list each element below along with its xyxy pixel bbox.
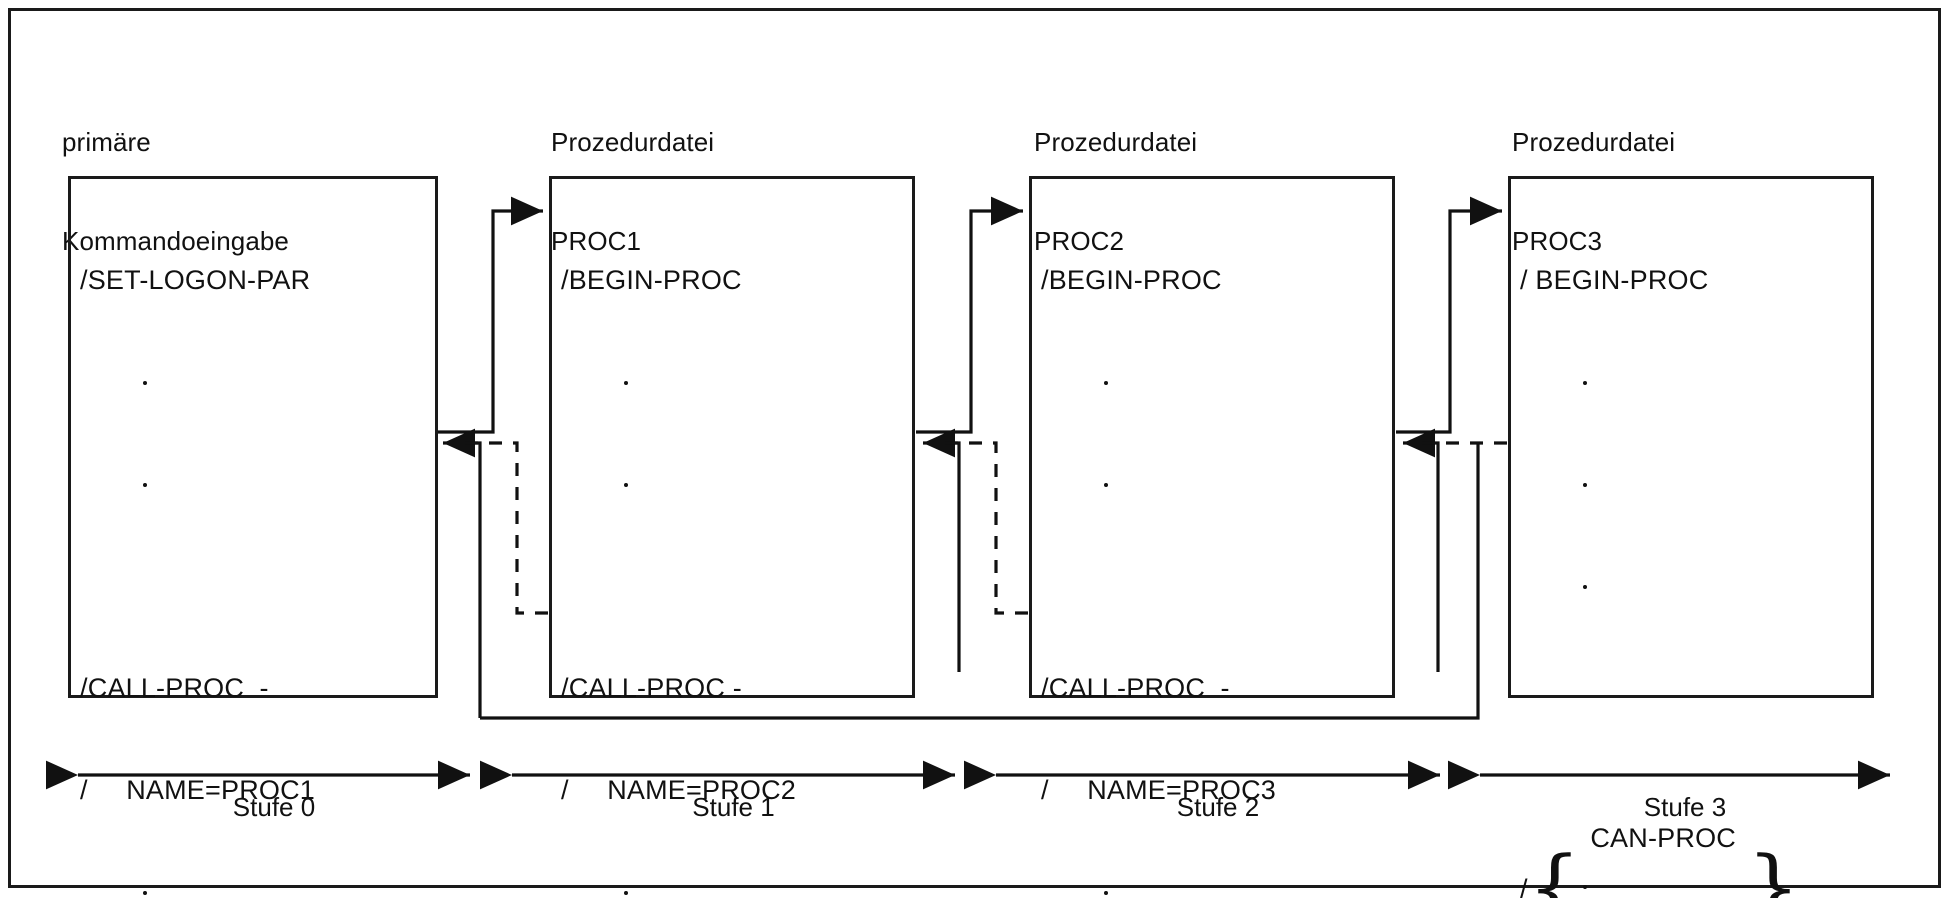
code-line-ellipsis xyxy=(561,467,796,501)
code-line: /BEGIN-PROC xyxy=(1041,265,1222,295)
code-line: /CALL-PROC - xyxy=(561,673,742,703)
code-line-ellipsis xyxy=(1520,365,1708,399)
column-title-2-line1: Prozedurdatei xyxy=(1034,127,1198,157)
code-box-primary-command-input xyxy=(68,176,438,698)
code-line: / BEGIN-PROC xyxy=(1520,265,1709,295)
column-title-1-line2: PROC1 xyxy=(551,226,642,256)
slash-prefix: / xyxy=(1520,874,1528,898)
code-line: /CALL-PROC - xyxy=(1041,673,1230,703)
code-line-ellipsis xyxy=(1041,875,1276,898)
code-line-ellipsis xyxy=(1520,467,1708,501)
column-title-0-line2: Kommandoeingabe xyxy=(62,226,289,256)
code-line-ellipsis xyxy=(1520,869,1708,898)
outer-frame xyxy=(8,8,1941,888)
code-line: /SET-LOGON-PAR xyxy=(80,265,311,295)
code-line: /BEGIN-PROC xyxy=(561,265,742,295)
proc3-alt-can-proc: CAN-PROC xyxy=(1590,823,1736,853)
code-line-ellipsis xyxy=(1041,365,1276,399)
column-title-3: Prozedurdatei PROC3 xyxy=(1512,60,1675,324)
column-title-3-line1: Prozedurdatei xyxy=(1512,127,1676,157)
code-line-ellipsis xyxy=(80,875,315,898)
column-title-2-line2: PROC2 xyxy=(1034,226,1125,256)
level-label-2: Stufe 2 xyxy=(1176,792,1260,822)
column-title-3-line2: PROC3 xyxy=(1512,226,1603,256)
column-title-1: Prozedurdatei PROC1 xyxy=(551,60,714,324)
column-title-0-line1: primäre xyxy=(62,127,151,157)
column-title-2: Prozedurdatei PROC2 xyxy=(1034,60,1197,324)
level-label-0: Stufe 0 xyxy=(232,792,316,822)
code-line-ellipsis xyxy=(80,365,315,399)
code-line: /CALL-PROC - xyxy=(80,673,269,703)
column-title-0: primäre Kommandoeingabe xyxy=(62,60,289,324)
column-title-1-line1: Prozedurdatei xyxy=(551,127,715,157)
level-label-3: Stufe 3 xyxy=(1643,792,1727,822)
level-label-1: Stufe 1 xyxy=(692,792,775,822)
code-lines-proc3: / BEGIN-PROC / { CAN-PROC EXIT-PROC } /E… xyxy=(1520,195,1800,898)
code-line-ellipsis xyxy=(80,467,315,501)
code-line-ellipsis xyxy=(561,365,796,399)
code-line-ellipsis xyxy=(1520,569,1708,603)
proc3-alternative-items: CAN-PROC EXIT-PROC xyxy=(1581,753,1746,898)
code-line-ellipsis xyxy=(1041,467,1276,501)
code-box-proc3 xyxy=(1508,176,1874,698)
code-line-ellipsis xyxy=(561,875,796,898)
proc3-alternatives: / { CAN-PROC EXIT-PROC } xyxy=(1520,753,1800,898)
